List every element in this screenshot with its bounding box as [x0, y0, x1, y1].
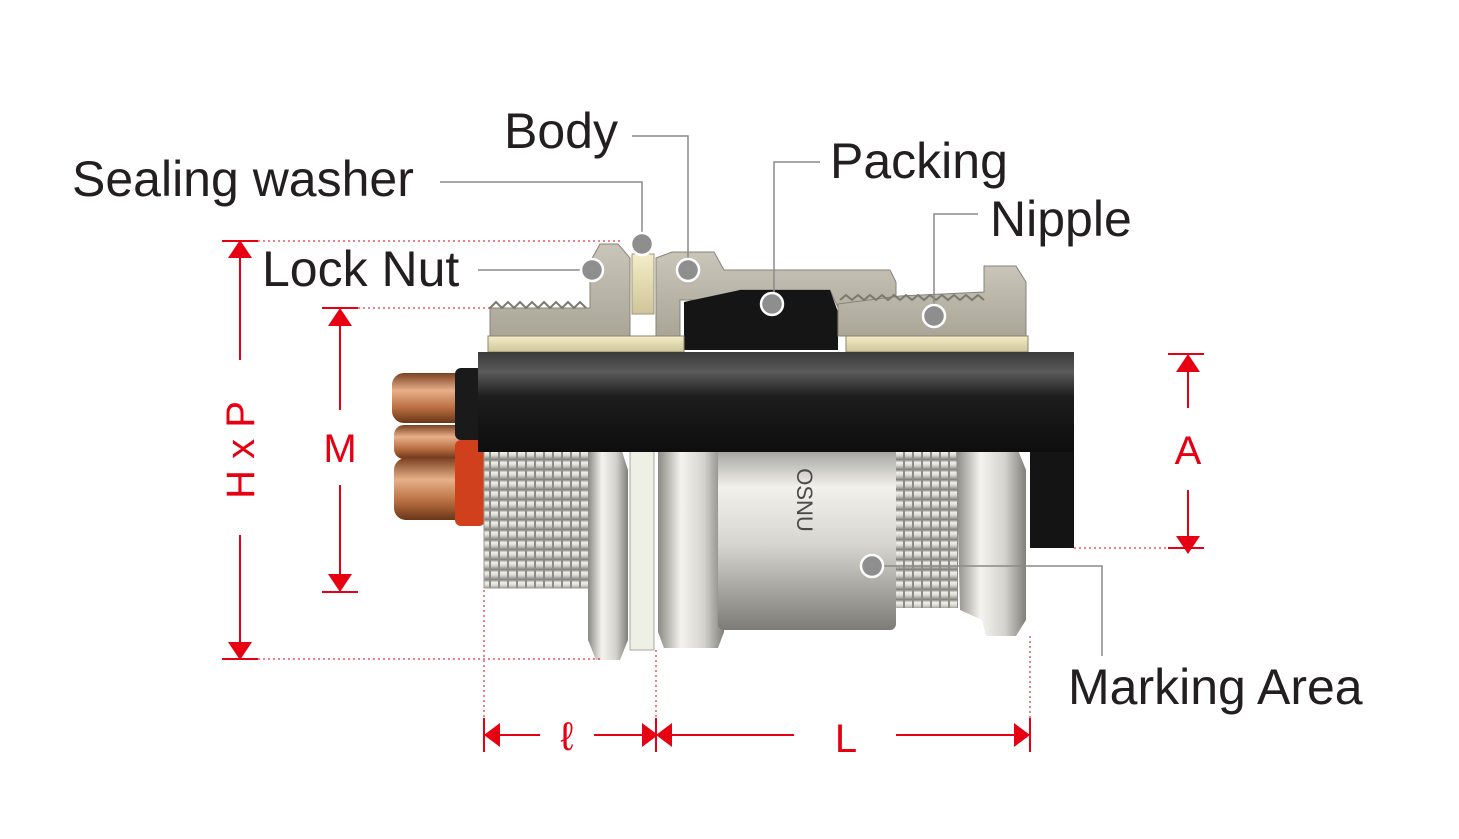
- lock-nut-hex: [588, 445, 628, 660]
- lower-thread-body: [483, 439, 591, 589]
- label-lock-nut: Lock Nut: [262, 241, 459, 297]
- lock-nut-section: [489, 243, 631, 337]
- body-hex: [658, 450, 724, 648]
- conductor-top: [392, 373, 474, 423]
- packing-dot: [759, 291, 785, 317]
- lock-nut-dot: [579, 257, 605, 283]
- dim-label-l-large: L: [835, 717, 857, 761]
- label-sealing-washer: Sealing washer: [72, 151, 414, 207]
- marking-text: OSNU: [792, 468, 817, 532]
- marking-area-cylinder: [718, 440, 896, 630]
- dim-label-a: A: [1175, 429, 1202, 473]
- cross-section: [487, 243, 1029, 353]
- packing-section: [684, 290, 838, 350]
- dim-label-l-small: ℓ: [561, 715, 574, 759]
- dim-label-m: M: [323, 427, 356, 471]
- label-packing: Packing: [830, 133, 1008, 189]
- sealing-washer-section: [631, 253, 655, 315]
- callout-leaders: [440, 135, 1103, 656]
- sealing-washer-dot: [629, 231, 655, 257]
- label-body: Body: [504, 103, 618, 159]
- extension-lines: [258, 240, 1168, 718]
- insulation-black: [455, 368, 483, 440]
- conductor-mid: [394, 425, 474, 459]
- nipple-dot: [921, 303, 947, 329]
- nipple-hex: [956, 445, 1026, 636]
- label-nipple: Nipple: [990, 191, 1132, 247]
- nipple-thread: [896, 448, 958, 608]
- insulation-red: [455, 440, 485, 526]
- dim-label-hxp: H x P: [219, 401, 263, 499]
- body-dot: [675, 257, 701, 283]
- cable-sheath: [478, 352, 1074, 452]
- dimension-lines: [222, 240, 1204, 752]
- label-marking-area: Marking Area: [1068, 659, 1363, 715]
- callout-dots: [579, 231, 947, 579]
- marking-area-dot: [859, 553, 885, 579]
- copper-conductors: [392, 368, 485, 526]
